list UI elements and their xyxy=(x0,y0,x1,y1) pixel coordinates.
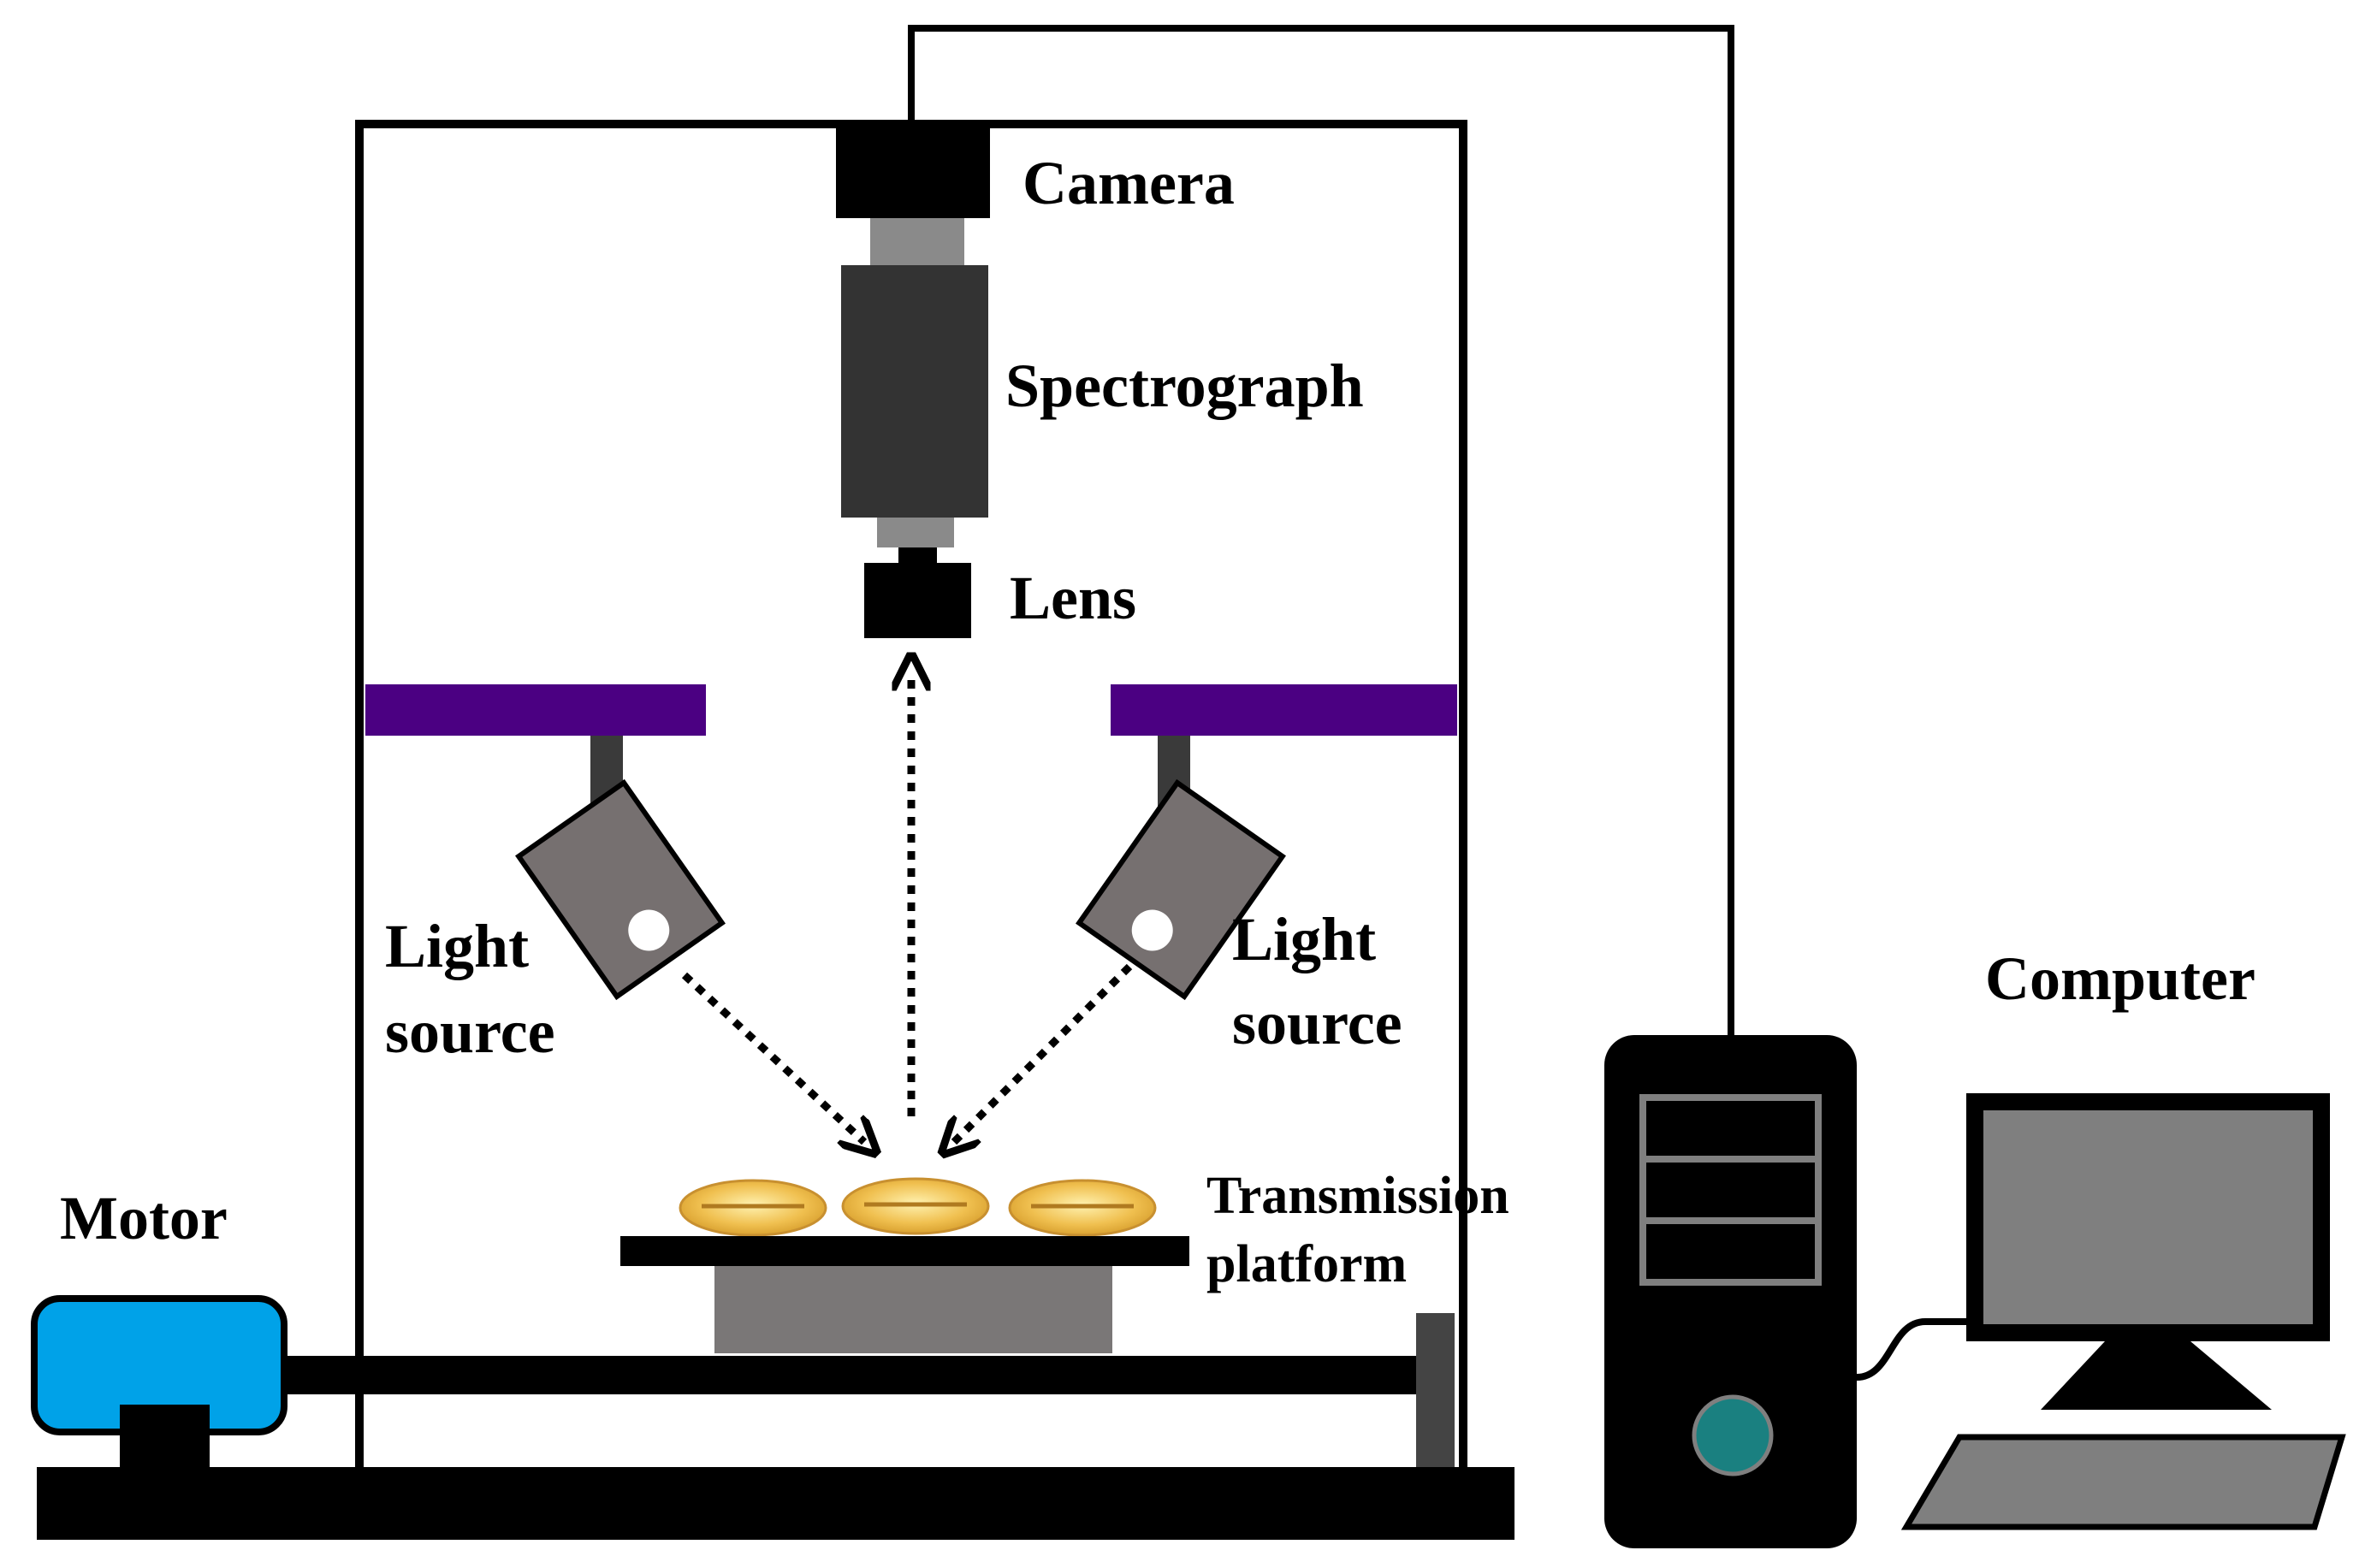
grain-sample xyxy=(1008,1179,1157,1237)
light-path-arrow-left xyxy=(681,972,864,1142)
left-light-source xyxy=(515,736,726,1001)
left-light-source-label-line1: Light xyxy=(385,912,529,980)
right-light-source-label-line2: source xyxy=(1232,989,1402,1057)
computer-tower xyxy=(1604,1035,1857,1548)
drive-rail xyxy=(282,1356,1416,1394)
right-light-source xyxy=(1076,736,1286,1001)
transmission-platform-label-line2: platform xyxy=(1206,1235,1407,1293)
transmission-platform-label-line1: Transmission xyxy=(1206,1167,1509,1225)
computer-keyboard xyxy=(1900,1434,2346,1530)
tower-monitor-cable xyxy=(1856,1318,1968,1381)
spectrograph-label: Spectrograph xyxy=(1005,352,1364,420)
grain-sample xyxy=(679,1179,827,1237)
base-plate xyxy=(37,1467,1514,1540)
grain-samples xyxy=(679,1177,1157,1237)
left-light-bar xyxy=(365,684,706,736)
camera-computer-cable xyxy=(908,25,1734,1035)
rail-end-stop xyxy=(1416,1313,1455,1469)
lens xyxy=(864,547,971,638)
grain-sample xyxy=(841,1177,990,1235)
computer-monitor xyxy=(1966,1093,2330,1410)
spectrograph xyxy=(841,265,988,547)
light-path-arrow-right xyxy=(954,963,1133,1142)
camera-label: Camera xyxy=(1022,149,1235,217)
motor-label: Motor xyxy=(60,1184,228,1252)
right-light-source-label-line1: Light xyxy=(1232,905,1376,973)
motor xyxy=(31,1295,287,1471)
right-light-bar xyxy=(1111,684,1457,736)
lens-label: Lens xyxy=(1010,564,1136,632)
left-light-source-label-line2: source xyxy=(385,997,555,1066)
computer-label: Computer xyxy=(1985,944,2255,1013)
transmission-platform xyxy=(620,1236,1189,1353)
camera xyxy=(836,128,990,265)
